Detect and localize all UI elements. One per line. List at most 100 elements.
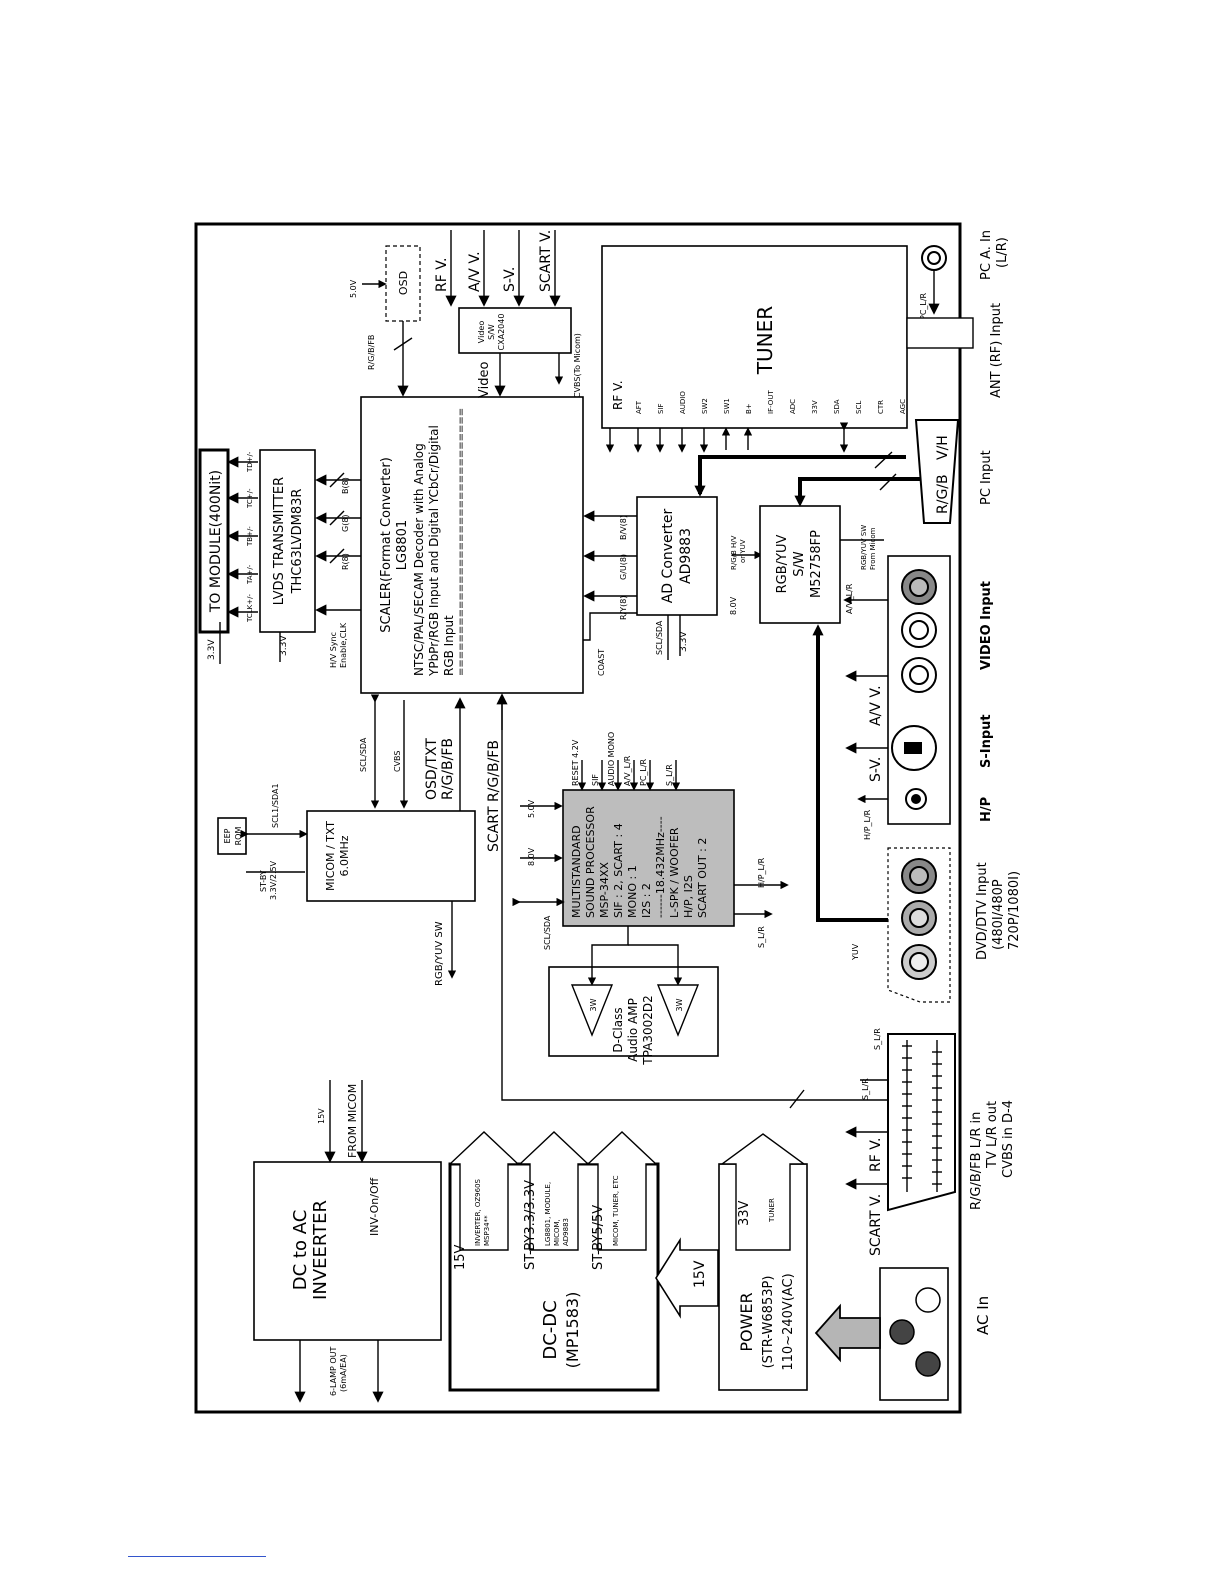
adc-block [636,496,718,616]
sound-line: SOUND PROCESSOR [584,806,597,918]
sound-slr-label: S_L/R [757,926,766,948]
video-sw-block [458,307,572,354]
sound-pin-label: AUDIO MONO [607,732,616,786]
scaler-desc-1: NTSC/PAL/SECAM Decoder with Analog [412,443,426,676]
video-inputs [445,230,561,307]
ac-in-label: AC In [974,1296,992,1335]
lamp-1: 6-LAMP OUT [329,1346,338,1396]
adc-scl-label: SCL/SDA [655,620,664,655]
pc-audio-1: PC A. In [979,230,994,280]
tuner-pin-sda: SDA [833,399,841,414]
inverter-block [253,1161,442,1341]
rgbyuv-sw-label: RGB/YUV SW [434,921,445,986]
av-v-label: A/V V. [467,251,483,292]
inverter-1: DC to AC [290,1210,311,1291]
power-rail-arrow [719,1133,807,1251]
rgb-bus-label: B(8) [341,477,350,494]
osd-block [385,245,421,322]
sound-line: MSP-34XX [598,862,611,918]
micom-scl-label: SCL/SDA [359,737,368,772]
dcdc-rail-arrow [448,1131,520,1251]
dcdc-rail-load: MSP34** [483,1215,491,1246]
sound-scl-label: SCL/SDA [543,915,552,950]
dcdc-rail-load: LG8801, MODULE, [544,1182,552,1246]
av-jacks [891,569,937,810]
v33-top-label: 3.3V [207,639,217,660]
scart-v-label: SCART V. [538,230,554,292]
av-v-input-label: VIDEO Input [979,581,994,670]
lvds-pin-label: TCLK+/- [246,594,254,623]
rgbyuv-ctrl-1: RGB/YUV SW [860,525,868,570]
osd-txt-label: OSD/TXT [424,738,440,800]
stby-2: 3.3V/2.5V [269,860,278,900]
adc-bus-label: R/Y(8) [619,596,628,620]
hp-label: H/P [979,797,994,822]
osd-5v-label: 5.0V [349,279,358,298]
lvds-block [259,449,316,633]
pc-audio-2: (L/R) [995,237,1010,268]
tuner-pin-sw2: SW2 [701,398,709,414]
dcdc-rail-arrow [518,1131,590,1251]
tuner-pin-if-out: IF-OUT [767,390,775,414]
tuner-pin-adc: ADC [789,399,797,414]
diagram-frame [194,222,962,1414]
inverter-2: INVEERTER [310,1200,331,1300]
dvd-3: 720P/1080I) [1007,871,1022,950]
scart-in-1: R/G/B/FB L/R in [969,1112,984,1210]
dcdc-2: (MP1583) [563,1292,582,1369]
vh-label: V/H [935,435,951,460]
dcdc-rail-arrow [586,1131,658,1251]
power-2: (STR-W6853P) [761,1276,776,1369]
amp-w2: 3W [675,998,684,1011]
lvds-links: TCLK+/- TA+/- TB+/- TC+/- TD+/- [227,451,258,623]
tuner-pin-aft: AFT [635,400,643,414]
osd-label: OSD [397,271,410,295]
s-input-label: S-Input [979,714,994,768]
lvds-pin-label: TB+/- [246,526,254,547]
amp-w1: 3W [589,998,598,1011]
v15-label: 15V [317,1108,326,1124]
scaler-block [360,396,584,694]
rgbyuv-sw-block [759,505,841,624]
rail-33v-load: TUNER [768,1198,776,1223]
sound-pin-label: S_L/R [665,764,674,786]
rgbhv-2: or YUV [739,539,747,563]
stby-1: ST-BY [259,870,268,892]
scart-connector [887,1033,956,1212]
video-sw-2: S/W [487,324,496,340]
adc-bus-label: B/V(8) [619,515,628,540]
dcdc-rail-load: MICOM, [553,1219,561,1246]
rgbhv-1: R/G/B H/V [730,535,738,570]
tuner-pin-agc: AGC [899,399,907,414]
eeprom-1: EEP [223,828,232,843]
amp-2: Audio AMP [626,998,640,1062]
dcdc-rail-label: 15V [453,1244,468,1270]
from-micom-label: FROM MICOM [346,1084,359,1158]
rgb-bus-label: G(8) [341,514,350,532]
pc-lr-label: PC_L/R [919,292,928,320]
power-3: 110~240V(AC) [781,1273,796,1370]
tuner-pin-ctr: CTR [877,400,885,414]
tuner-label: TUNER [753,306,777,375]
rf-v-label: RF V. [434,258,450,292]
lvds-pin-label: TD+/- [246,451,254,473]
footer-rule [128,1556,266,1557]
sound-pin-label: PC_L/R [639,758,648,786]
scart-in-3: CVBS in D-4 [1001,1100,1016,1178]
tuner-block [601,245,908,429]
rgbyuv-ctrl-2: From Micom [869,527,877,570]
ac-pin-1 [915,1287,941,1313]
ac-pin-3 [915,1351,941,1377]
adc-8v-label: 8.0V [729,596,738,615]
sound-line: MONO : 1 [626,865,639,918]
dvd-1: DVD/DTV Input [975,862,990,960]
micom-1: MICOM / TXT [324,821,337,891]
lvds-pin-label: TA+/- [246,564,254,585]
ant-input-label: ANT (RF) Input [989,303,1004,398]
amp-1: D-Class [611,1007,625,1052]
sound-line: I2S : 2 [640,883,653,918]
lvds-pin-label: TC+/- [246,488,254,509]
video-sw-3: CXA2040 [497,314,506,351]
